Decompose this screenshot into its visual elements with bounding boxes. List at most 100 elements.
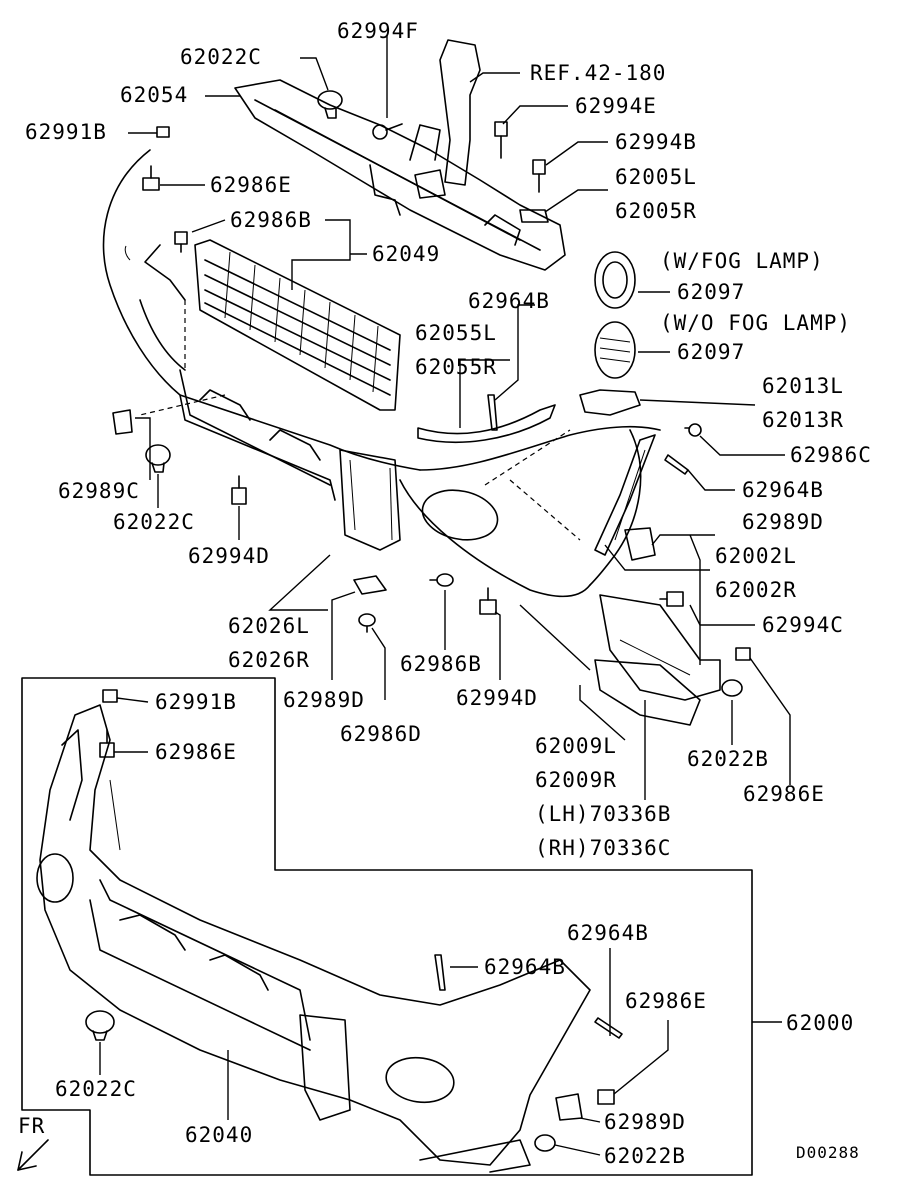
upper-bumper-face bbox=[102, 149, 661, 598]
label-62994E: 62994E bbox=[575, 94, 657, 118]
label-62026L: 62026L bbox=[228, 614, 310, 638]
lower-bumper-assembly bbox=[36, 704, 591, 1173]
clip-62989D-c bbox=[555, 1093, 583, 1121]
label-fr: FR bbox=[18, 1114, 45, 1138]
label-62994D-a: 62994D bbox=[188, 544, 270, 568]
label-62009L: 62009L bbox=[535, 734, 617, 758]
screw-62986E-top bbox=[142, 165, 160, 191]
label-62022B-b: 62022B bbox=[604, 1144, 686, 1168]
bolt-62994D-b bbox=[479, 587, 497, 615]
label-62055R: 62055R bbox=[415, 355, 497, 379]
label-62013L: 62013L bbox=[762, 374, 844, 398]
clip-62022C-box bbox=[85, 1010, 115, 1041]
bumper-molding bbox=[417, 404, 556, 443]
lower-assembly-box bbox=[21, 677, 782, 1176]
label-62964B-c: 62964B bbox=[567, 921, 649, 945]
clip-62022B-a bbox=[721, 679, 743, 697]
label-62989D-c: 62989D bbox=[604, 1110, 686, 1134]
label-62994C: 62994C bbox=[762, 613, 844, 637]
label-62013R: 62013R bbox=[762, 408, 844, 432]
label-62994F: 62994F bbox=[337, 19, 419, 43]
clip-62991B-box bbox=[102, 689, 118, 703]
label-diagram-code: D00288 bbox=[796, 1143, 860, 1162]
rivet-62964B-c bbox=[434, 954, 446, 991]
upper-support-bar bbox=[234, 79, 566, 271]
label-62986C: 62986C bbox=[790, 443, 872, 467]
label-62022C-box: 62022C bbox=[55, 1077, 137, 1101]
label-62991B-box: 62991B bbox=[155, 690, 237, 714]
screw-62986E-box bbox=[99, 729, 115, 758]
label-62049: 62049 bbox=[372, 242, 440, 266]
label-62002L: 62002L bbox=[715, 544, 797, 568]
label-62964B-b: 62964B bbox=[742, 478, 824, 502]
screw-62986E-c bbox=[597, 1089, 615, 1105]
label-without-fog-lamp: (W/O FOG LAMP) bbox=[660, 311, 851, 335]
label-62005L: 62005L bbox=[615, 165, 697, 189]
label-62986B-b: 62986B bbox=[400, 652, 482, 676]
label-62040: 62040 bbox=[185, 1123, 253, 1147]
grille bbox=[194, 239, 401, 411]
label-62986E-c: 62986E bbox=[625, 989, 707, 1013]
screw-62986D bbox=[358, 613, 376, 633]
screw-62986E-mid bbox=[735, 647, 751, 661]
label-62097-with-fog: 62097 bbox=[677, 280, 745, 304]
label-62022B-a: 62022B bbox=[687, 747, 769, 771]
screw-62986C bbox=[684, 423, 702, 437]
front-direction-arrow bbox=[17, 1139, 49, 1171]
lower-grille-area bbox=[139, 300, 331, 486]
label-62002R: 62002R bbox=[715, 578, 797, 602]
leader-lines-upper bbox=[128, 35, 791, 800]
label-62994D-b: 62994D bbox=[456, 686, 538, 710]
leader-lines-lower bbox=[99, 697, 669, 1156]
label-62994B: 62994B bbox=[615, 130, 697, 154]
label-70336C: (RH)70336C bbox=[535, 836, 671, 860]
label-62022C-mid: 62022C bbox=[113, 510, 195, 534]
rivet-62964B-a bbox=[487, 394, 498, 431]
label-62986E-box: 62986E bbox=[155, 740, 237, 764]
part-labels: 62994F 62022C REF.42-180 62054 62994E 62… bbox=[18, 19, 872, 1168]
label-70336B: (LH)70336B bbox=[535, 802, 671, 826]
lower-side-bracket bbox=[594, 594, 721, 726]
label-62986E-top: 62986E bbox=[210, 173, 292, 197]
label-62097-without-fog: 62097 bbox=[677, 340, 745, 364]
corner-trim bbox=[339, 449, 401, 551]
fastener-62994F bbox=[372, 123, 403, 140]
clip-62022B-b bbox=[534, 1134, 556, 1152]
label-62989C: 62989C bbox=[58, 479, 140, 503]
fastener-62994E bbox=[494, 121, 508, 159]
clip-62022C-mid bbox=[145, 444, 171, 473]
label-62964B-d: 62964B bbox=[484, 955, 566, 979]
label-62986D: 62986D bbox=[340, 722, 422, 746]
fog-lamp-cover-without-fog bbox=[594, 321, 636, 379]
label-62964B-a: 62964B bbox=[468, 289, 550, 313]
label-62026R: 62026R bbox=[228, 648, 310, 672]
clip-62989C bbox=[112, 409, 133, 435]
clip-62991B-top bbox=[156, 126, 170, 138]
label-62022C-top: 62022C bbox=[180, 45, 262, 69]
fastener-62994B bbox=[532, 159, 546, 193]
bolt-62994C bbox=[659, 591, 684, 607]
fastener-62022C-top bbox=[317, 90, 343, 119]
radiator-support-ref bbox=[439, 39, 481, 186]
clip-62005 bbox=[519, 209, 549, 223]
side-mounting-bracket bbox=[594, 434, 656, 556]
label-62986E-mid: 62986E bbox=[743, 782, 825, 806]
rivet-62964B-d bbox=[594, 1017, 623, 1039]
label-62986B-top: 62986B bbox=[230, 208, 312, 232]
label-with-fog-lamp: (W/FOG LAMP) bbox=[660, 249, 824, 273]
screw-62986B-top bbox=[174, 231, 188, 253]
bolt-62994D-a bbox=[231, 475, 247, 505]
side-bracket-62013 bbox=[579, 389, 641, 416]
label-62005R: 62005R bbox=[615, 199, 697, 223]
label-ref-42-180: REF.42-180 bbox=[530, 61, 666, 85]
clip-62989D-b bbox=[353, 575, 387, 595]
label-62000: 62000 bbox=[786, 1011, 854, 1035]
label-62055L: 62055L bbox=[415, 321, 497, 345]
rivet-62964B-b bbox=[664, 454, 689, 475]
label-62989D-a: 62989D bbox=[742, 510, 824, 534]
clip-62989D-a bbox=[624, 527, 656, 561]
label-62009R: 62009R bbox=[535, 768, 617, 792]
label-62054: 62054 bbox=[120, 83, 188, 107]
screw-62986B-b bbox=[429, 573, 454, 587]
